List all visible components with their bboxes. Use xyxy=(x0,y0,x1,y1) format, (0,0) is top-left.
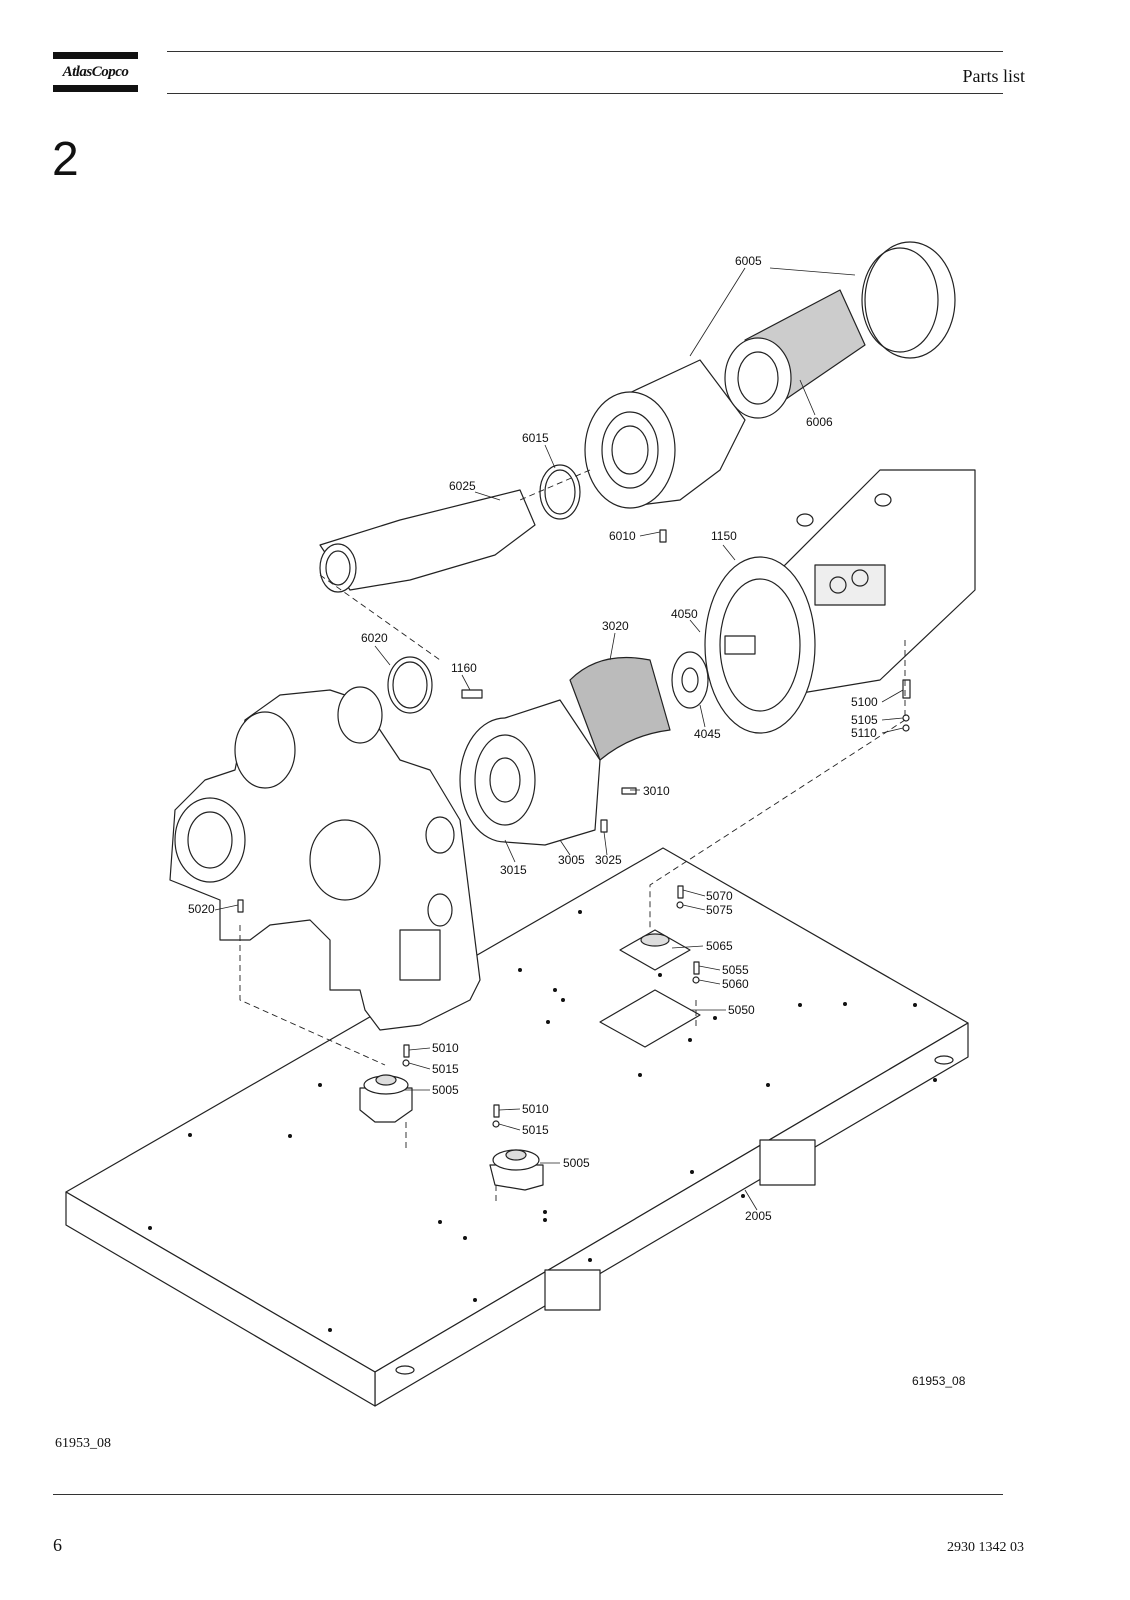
callout-3005: 3005 xyxy=(558,853,585,867)
leader-lines xyxy=(214,267,904,1211)
callout-5065: 5065 xyxy=(706,939,733,953)
assembly-guide-lines xyxy=(239,469,906,1205)
callout-5010: 5010 xyxy=(432,1041,459,1055)
document-number: 2930 1342 03 xyxy=(947,1540,1024,1555)
compressor-element xyxy=(169,686,481,1031)
callout-6020: 6020 xyxy=(361,631,388,645)
rubber-mount-front xyxy=(359,1074,413,1123)
section-number: 2 xyxy=(52,133,79,186)
callout-3015: 3015 xyxy=(500,863,527,877)
figure-code: 61953_08 xyxy=(912,1374,966,1388)
callout-2005: 2005 xyxy=(745,1209,772,1223)
callout-6005: 6005 xyxy=(735,254,762,268)
coupling-guard-screen xyxy=(569,656,671,761)
logo-wordmark: AtlasCopco xyxy=(62,64,129,80)
figure-reference: 61953_08 xyxy=(55,1436,111,1451)
header-rule-bottom xyxy=(167,93,1003,94)
callout-5055: 5055 xyxy=(722,963,749,977)
callout-5075: 5075 xyxy=(706,903,733,917)
callout-5020: 5020 xyxy=(188,902,215,916)
atlas-copco-logo: AtlasCopco xyxy=(53,52,138,92)
diagram-drawing xyxy=(65,241,976,1407)
callout-5100: 5100 xyxy=(851,695,878,709)
callout-5070: 5070 xyxy=(706,889,733,903)
motor-mount xyxy=(599,929,701,1048)
electric-motor xyxy=(704,469,976,734)
callout-6025: 6025 xyxy=(449,479,476,493)
part-callouts: 6005 6006 6015 6025 6010 1150 4050 3020 … xyxy=(188,254,966,1388)
callout-4045: 4045 xyxy=(694,727,721,741)
callout-5050: 5050 xyxy=(728,1003,755,1017)
callout-3010: 3010 xyxy=(643,784,670,798)
callout-5105: 5105 xyxy=(851,713,878,727)
air-filter-cover xyxy=(861,241,956,359)
header-rule-top xyxy=(167,51,1003,52)
callout-5010-rear: 5010 xyxy=(522,1102,549,1116)
callout-1150: 1150 xyxy=(711,529,737,543)
hose-clamp-upper xyxy=(539,464,581,520)
callout-3020: 3020 xyxy=(602,619,629,633)
callout-3025: 3025 xyxy=(595,853,622,867)
callout-5015-rear: 5015 xyxy=(522,1123,549,1137)
callout-5110: 5110 xyxy=(851,726,877,740)
air-filter-housing xyxy=(584,359,746,509)
callout-4050: 4050 xyxy=(671,607,698,621)
callout-5005: 5005 xyxy=(432,1083,459,1097)
rubber-mount-rear xyxy=(489,1149,544,1191)
page-number: 6 xyxy=(53,1535,62,1555)
callout-6010: 6010 xyxy=(609,529,636,543)
callout-5015: 5015 xyxy=(432,1062,459,1076)
callout-6006: 6006 xyxy=(806,415,833,429)
air-inlet-hose xyxy=(319,489,536,593)
coupling-housing xyxy=(459,699,601,846)
hose-clamp-lower xyxy=(387,656,433,714)
callout-5005-rear: 5005 xyxy=(563,1156,590,1170)
logo-bar-bottom xyxy=(53,85,138,92)
base-frame xyxy=(65,847,969,1407)
coupling-hub xyxy=(671,651,709,709)
callout-6015: 6015 xyxy=(522,431,549,445)
page-title: Parts list xyxy=(962,66,1025,86)
callout-5060: 5060 xyxy=(722,977,749,991)
air-filter-element xyxy=(724,289,866,419)
footer-rule xyxy=(53,1494,1003,1495)
logo-bar-top xyxy=(53,52,138,59)
callout-1160: 1160 xyxy=(451,661,477,675)
